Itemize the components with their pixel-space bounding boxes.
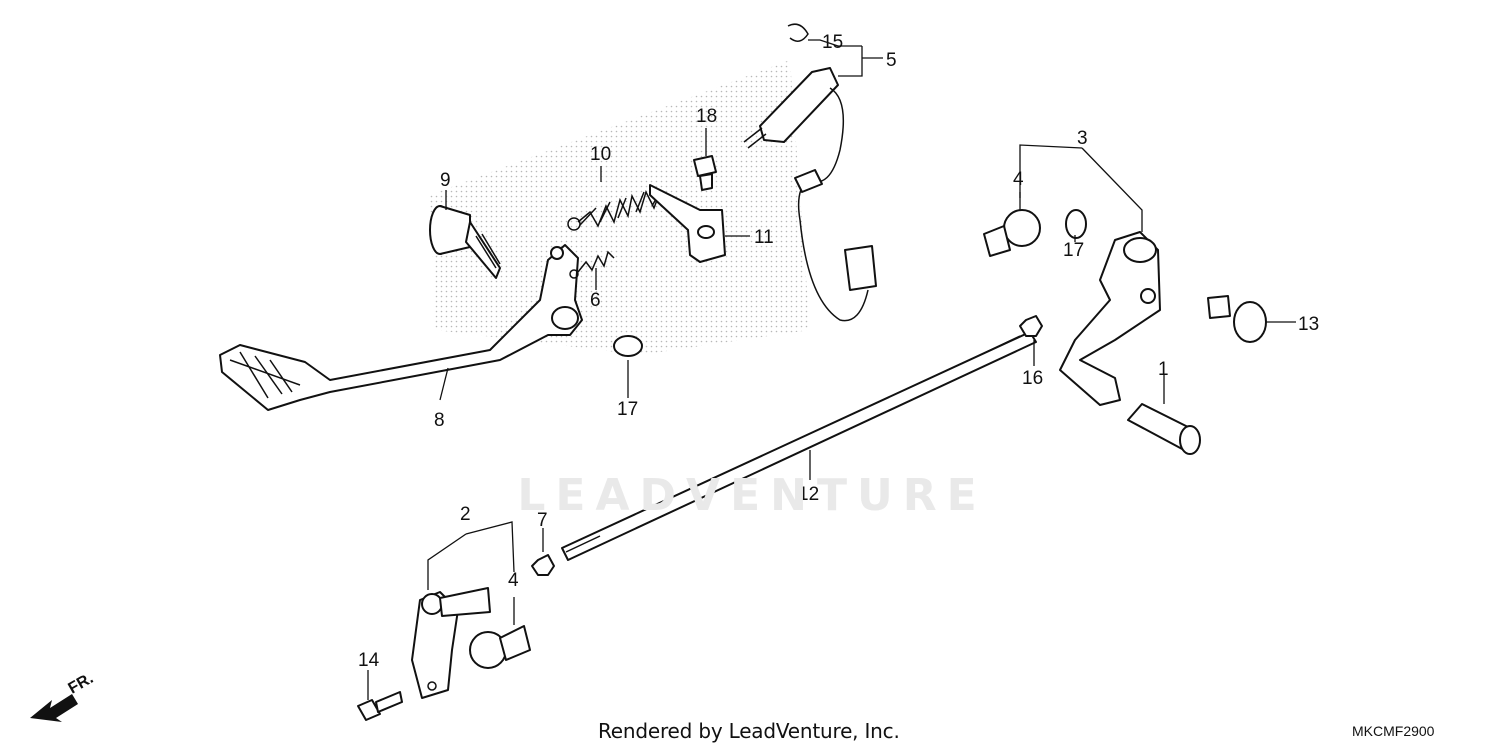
nut-7	[531, 554, 555, 576]
leader-lines	[367, 39, 1296, 700]
callout-12: 12	[798, 484, 819, 505]
switch-bracket	[649, 184, 726, 263]
small-spring	[569, 250, 615, 279]
bracket-bolt	[693, 155, 717, 191]
callout-6: 6	[590, 290, 601, 311]
diagram-code: MKCMF2900	[1352, 723, 1435, 739]
callout-15: 15	[822, 32, 843, 53]
nut-16	[1019, 315, 1043, 337]
callout-17-right: 17	[1063, 240, 1084, 261]
callout-14: 14	[358, 650, 380, 671]
washer-17a	[613, 335, 643, 357]
callout-3: 3	[1077, 128, 1088, 149]
joint-4-upper	[983, 209, 1041, 257]
brake-pedal	[219, 244, 583, 411]
callout-7: 7	[537, 510, 548, 531]
callout-17-left: 17	[617, 399, 638, 420]
return-spring	[567, 189, 667, 231]
callout-2: 2	[460, 504, 471, 525]
brake-switch	[743, 23, 877, 322]
joint-4-lower	[469, 625, 531, 669]
callout-16: 16	[1022, 368, 1043, 389]
callout-4-lower: 4	[508, 570, 519, 591]
shift-pedal	[1059, 231, 1161, 406]
callout-18: 18	[696, 106, 717, 127]
shading-zone	[430, 60, 810, 355]
callout-1: 1	[1158, 359, 1169, 380]
callout-4-upper: 4	[1013, 169, 1024, 190]
pedal-rubber	[1127, 403, 1201, 455]
washer-17b	[1065, 209, 1087, 239]
shift-rod	[561, 331, 1037, 561]
front-direction-arrow-icon: FR.	[30, 670, 96, 722]
callout-10: 10	[590, 144, 611, 165]
bolt-14	[357, 691, 403, 721]
pivot-bolt	[429, 205, 501, 279]
callout-9: 9	[440, 170, 451, 191]
bolt-13	[1207, 295, 1267, 343]
shift-arm-lower	[411, 587, 491, 699]
footer-credit: Rendered by LeadVenture, Inc.	[598, 719, 900, 743]
callout-13: 13	[1298, 314, 1319, 335]
front-direction-label: FR.	[66, 670, 97, 698]
callout-11: 11	[754, 227, 774, 248]
callout-8: 8	[434, 410, 445, 431]
watermark: LEADVENTURE	[517, 470, 987, 521]
callout-5: 5	[886, 50, 897, 71]
